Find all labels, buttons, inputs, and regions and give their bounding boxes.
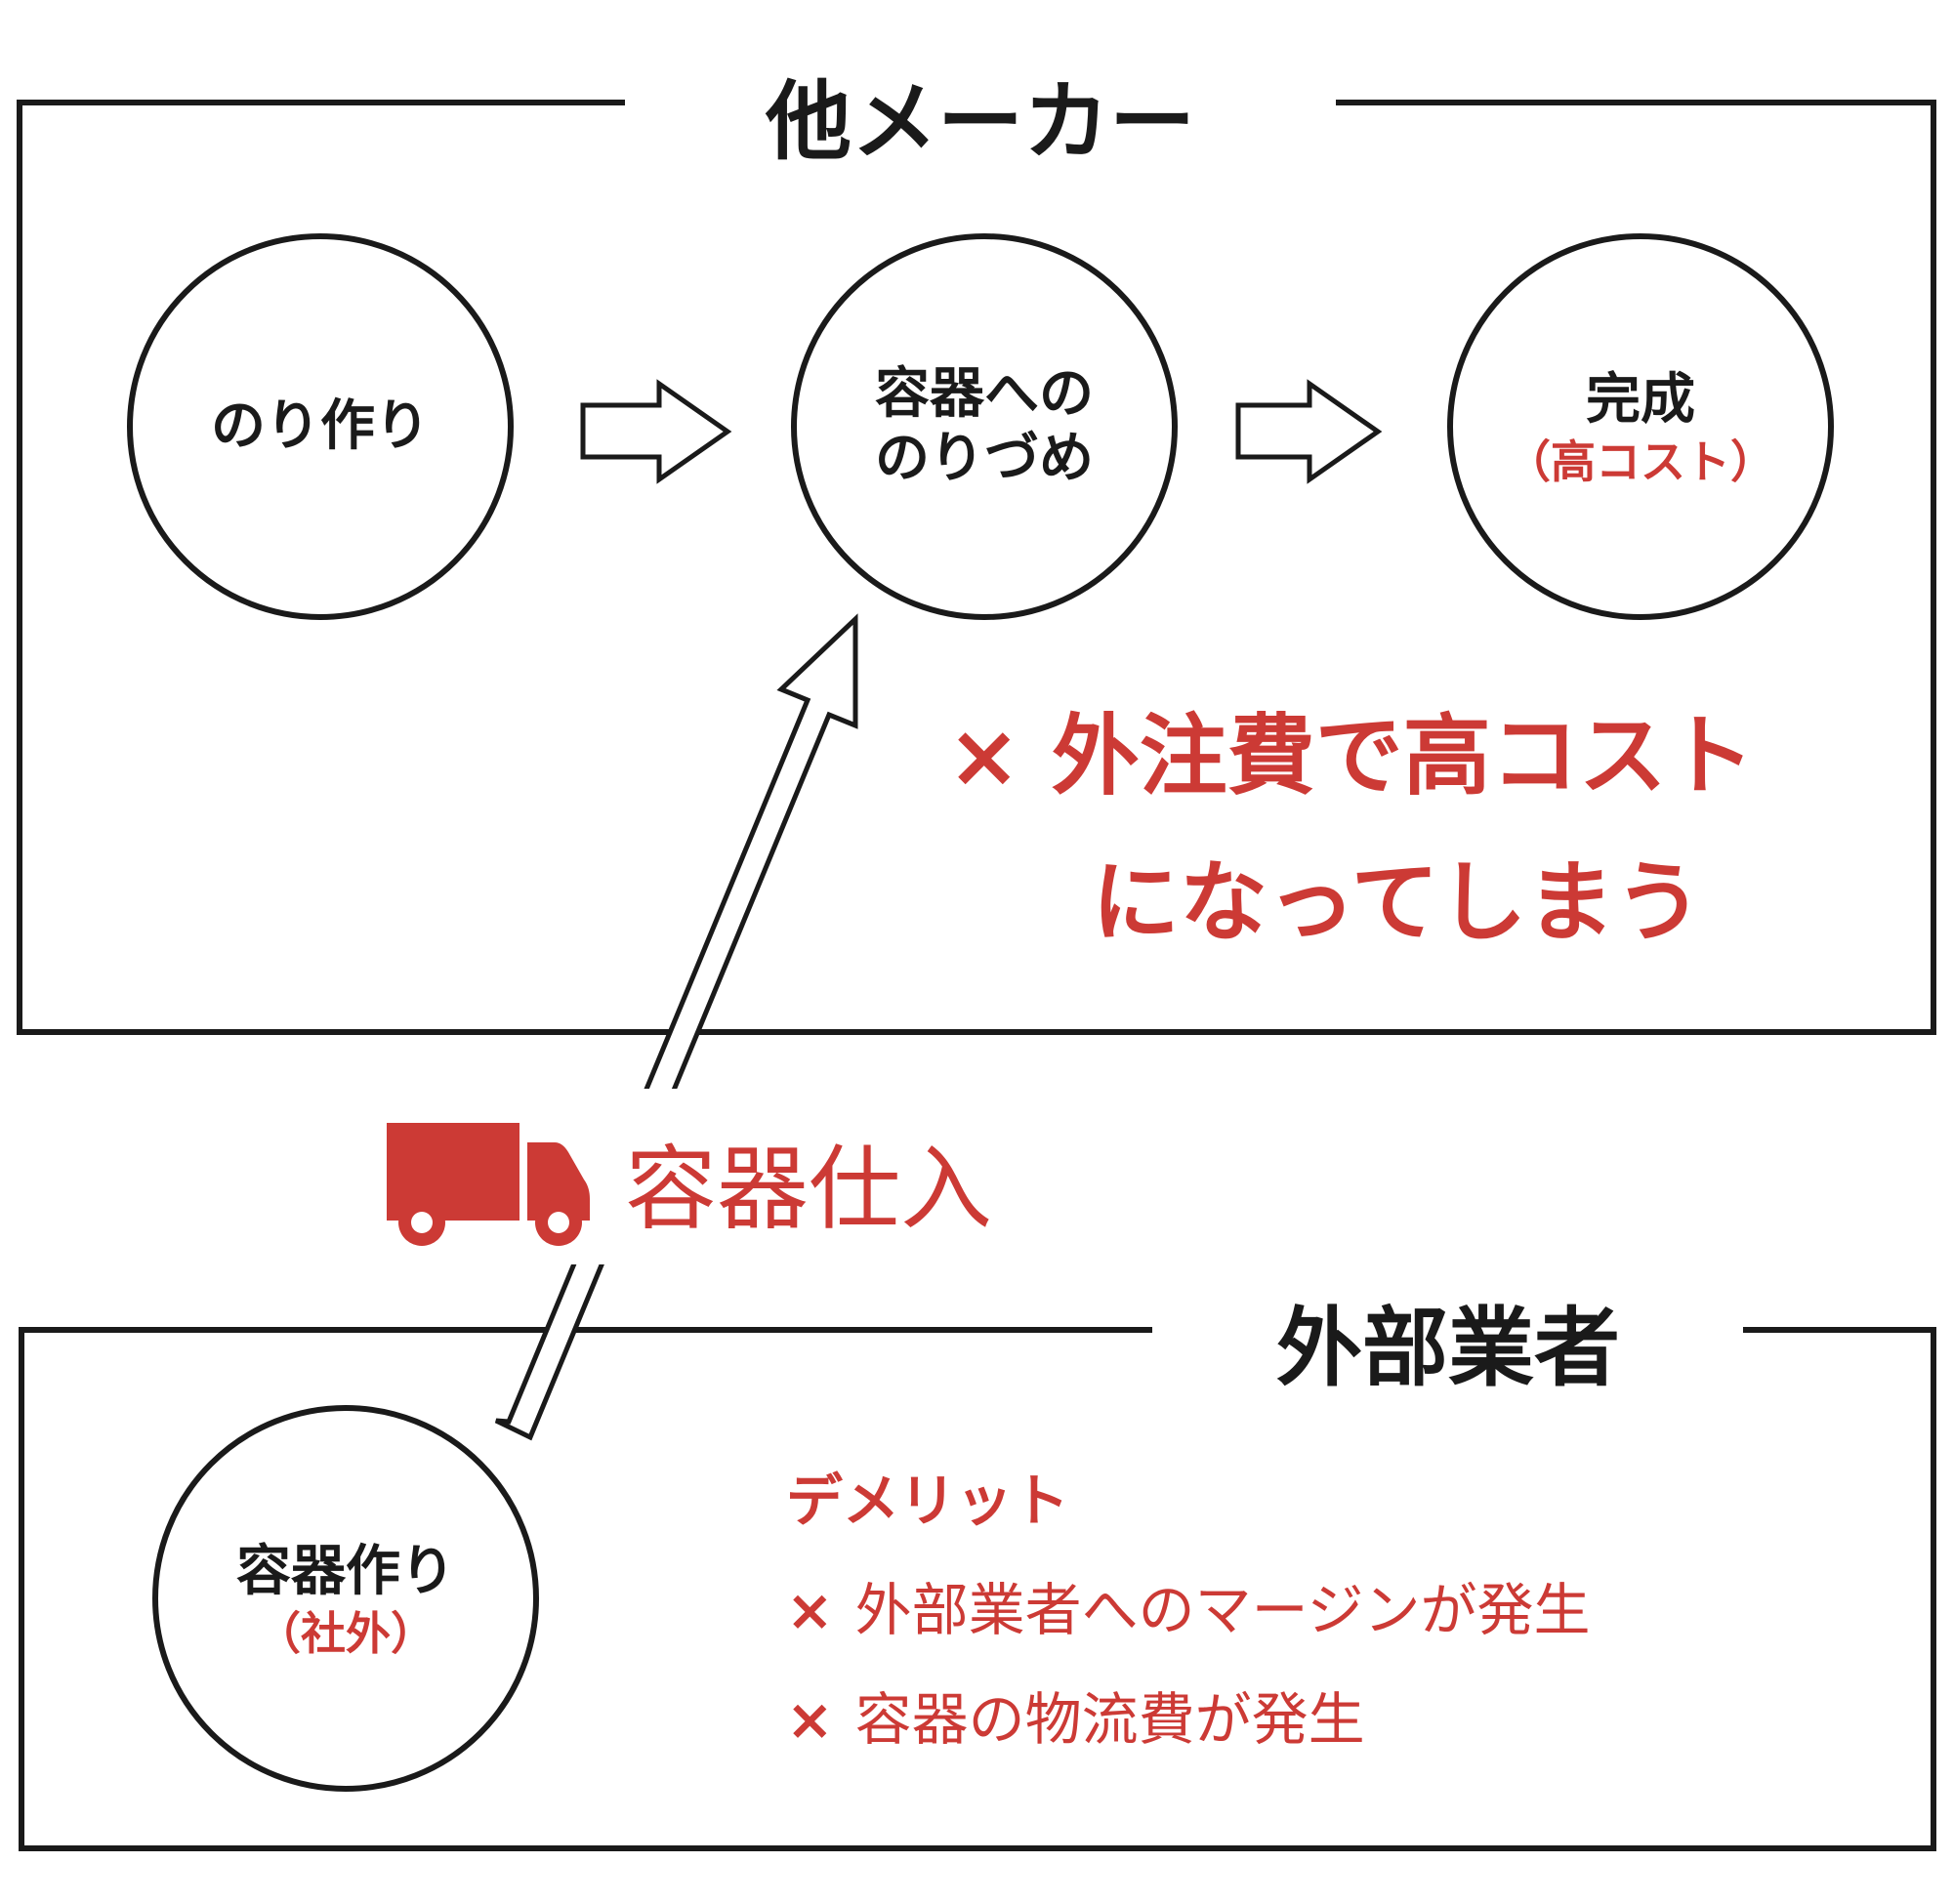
node-label-container-making: 容器作り （社外） <box>236 1540 455 1663</box>
node-label-filling: 容器への のりづめ <box>875 362 1094 490</box>
bottom-frame <box>19 1327 1936 1851</box>
demerits-heading: デメリット <box>786 1468 1070 1534</box>
container-purchase-label: 容器仕入 <box>625 1137 993 1243</box>
node-sub-high-cost: （高コスト） <box>1506 435 1775 488</box>
top-frame <box>17 100 1936 1035</box>
node-circle-container-making <box>152 1405 539 1792</box>
node-circle-complete <box>1447 233 1834 620</box>
supply-arrow <box>494 613 858 1441</box>
node-sub-outside: （社外） <box>256 1607 436 1660</box>
truck-icon <box>387 1123 590 1246</box>
title-outside-vendor: 外部業者 <box>1256 1279 1641 1403</box>
node-circle-filling <box>791 233 1178 620</box>
demerit-item: ×外部業者へのマージンが発生 <box>786 1577 1591 1643</box>
flow-arrow-2 <box>1235 379 1383 484</box>
demerit-item: ×容器の物流費が発生 <box>786 1686 1365 1753</box>
node-label-complete: 完成 （高コスト） <box>1506 368 1775 491</box>
node-label-glue-making: のり作り <box>211 394 430 458</box>
flow-arrow-1 <box>580 379 732 484</box>
node-circle-glue-making <box>127 233 514 620</box>
cost-warning: × 外注費で高コスト になってしまう <box>947 705 1755 954</box>
title-other-maker: 他メーカー <box>745 53 1216 177</box>
